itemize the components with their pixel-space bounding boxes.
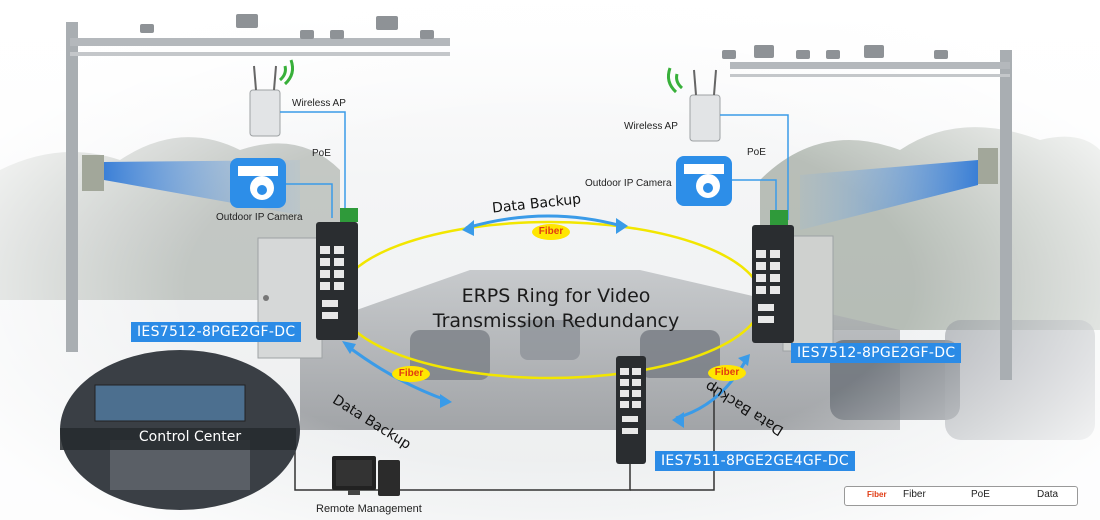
legend-data-label: Data: [1037, 489, 1059, 500]
camera-label-right: Outdoor IP Camera: [585, 178, 672, 189]
fiber-tag-right: Fiber: [708, 365, 746, 381]
switch-model-left: IES7512-8PGE2GF-DC: [131, 322, 302, 342]
remote-management-label: Remote Management: [316, 503, 422, 515]
poe-label-right: PoE: [747, 147, 766, 158]
camera-beam-right: [800, 160, 978, 230]
street-cameras-right: [722, 45, 948, 59]
pole-camera-box-left: [82, 155, 104, 191]
legend: Fiber Fiber PoE Data: [844, 486, 1078, 506]
poe-lines: [280, 111, 789, 220]
switch-model-bottom: IES7511-8PGE2GE4GF-DC: [655, 451, 855, 471]
fiber-tag-left: Fiber: [392, 366, 430, 382]
wireless-ap-label-right: Wireless AP: [624, 121, 678, 132]
remote-pc-icon: [332, 456, 400, 496]
gantry-right: [730, 62, 1010, 69]
title-line-1: ERPS Ring for Video: [461, 285, 651, 307]
title-line-2: Transmission Redundancy: [432, 310, 680, 332]
pole-right: [1000, 50, 1012, 380]
wireless-ap-left: [249, 65, 281, 137]
street-cameras-left: [140, 14, 434, 39]
camera-label-left: Outdoor IP Camera: [216, 212, 303, 223]
wifi-icon-right: [667, 67, 684, 94]
control-center-label: Control Center: [138, 429, 242, 445]
control-center-photo: [60, 350, 300, 510]
diagram-title: ERPS Ring for Video Transmission Redunda…: [406, 284, 706, 334]
switch-bottom: [616, 356, 646, 464]
switch-left: [316, 208, 358, 340]
pole-left: [66, 22, 78, 352]
poe-label-left: PoE: [312, 148, 331, 159]
legend-fiber-tag: Fiber: [867, 490, 887, 499]
legend-poe-label: PoE: [971, 489, 990, 500]
gantry-left: [70, 38, 450, 46]
switch-model-right: IES7512-8PGE2GF-DC: [791, 343, 962, 363]
pole-camera-box-right: [978, 148, 998, 184]
ip-camera-icon-right: [676, 156, 732, 206]
legend-fiber-label: Fiber: [903, 489, 926, 500]
wireless-ap-label-left: Wireless AP: [292, 98, 346, 109]
data-lines: [294, 389, 715, 491]
wireless-ap-right: [689, 69, 721, 142]
fiber-tag-top: Fiber: [532, 224, 570, 240]
ip-camera-icon-left: [230, 158, 286, 208]
wifi-icon-left: [278, 59, 294, 86]
switch-right: [752, 210, 794, 343]
